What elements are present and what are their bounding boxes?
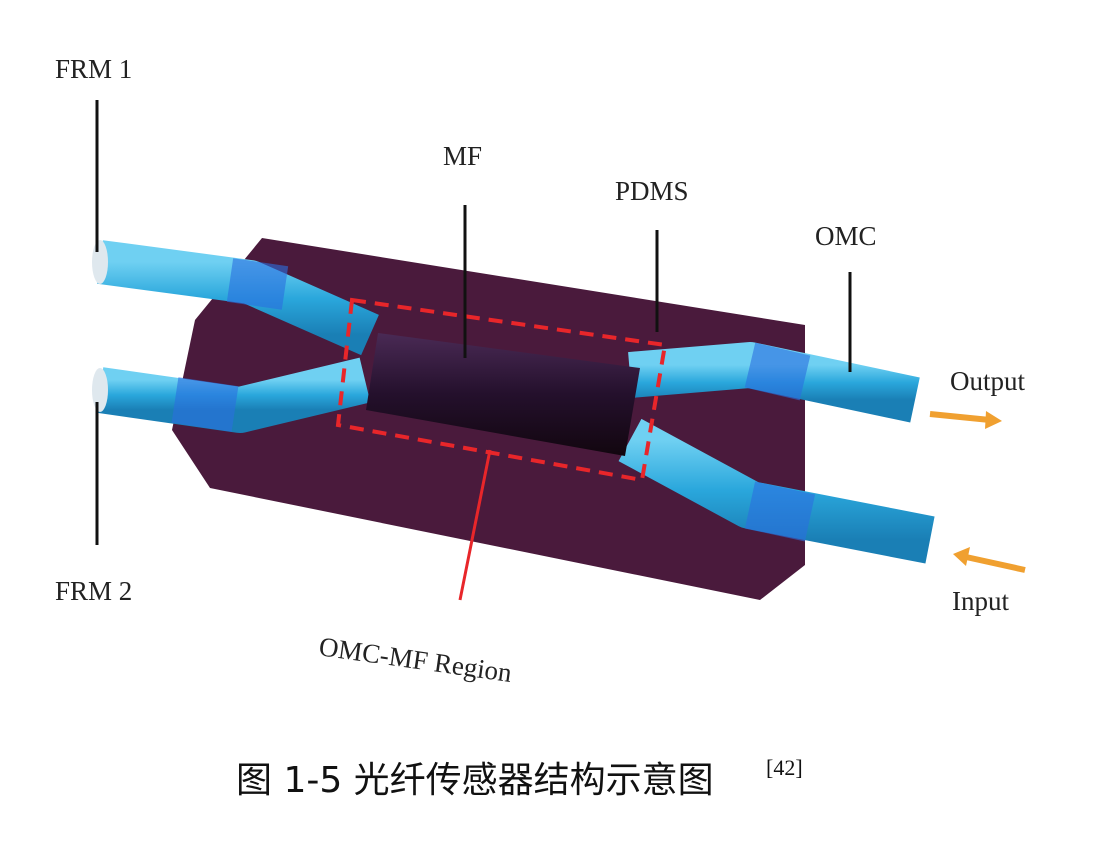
pointer-region: [458, 449, 492, 601]
label-omc: OMC: [815, 221, 877, 251]
label-mf: MF: [443, 141, 482, 171]
fiber-frm2: [92, 357, 371, 433]
label-pdms: PDMS: [615, 176, 689, 206]
output-arrow-icon: [929, 411, 1002, 429]
label-output: Output: [950, 366, 1026, 396]
omc-mf-region-box: [335, 297, 668, 483]
figure-caption: 图 1-5 光纤传感器结构示意图: [236, 760, 714, 801]
microfiber-mf: [366, 333, 640, 456]
input-arrow-icon: [953, 547, 1026, 573]
fiber-input: [618, 418, 935, 564]
label-frm1: FRM 1: [55, 54, 132, 84]
label-region: OMC-MF Region: [317, 631, 514, 688]
label-input: Input: [952, 586, 1009, 616]
fiber-output: [628, 342, 920, 423]
caption-reference: [42]: [766, 755, 803, 780]
label-frm2: FRM 2: [55, 576, 132, 606]
